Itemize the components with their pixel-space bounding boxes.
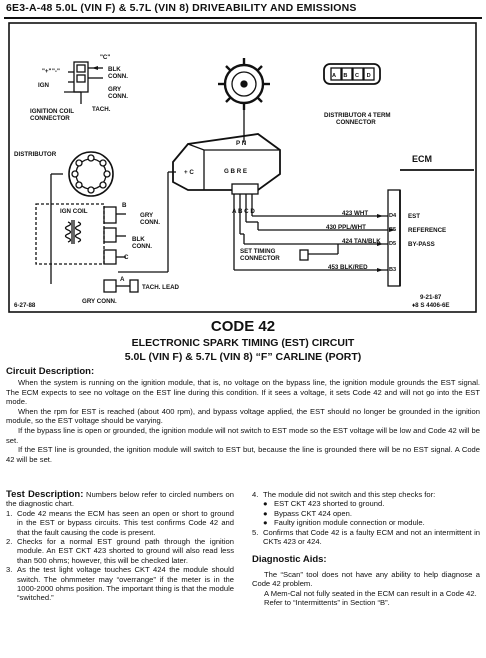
label-gbre: G B R E	[224, 168, 248, 175]
label-pin-d5: D5	[389, 241, 397, 247]
circuit-description-heading: Circuit Description:	[6, 366, 95, 377]
subtitle-circuit: ELECTRONIC SPARK TIMING (EST) CIRCUIT	[131, 337, 355, 349]
label-gry-conn-mid-2: CONN.	[140, 219, 160, 226]
test-item-number: 1.	[6, 508, 13, 518]
label-ign-top: IGN	[38, 82, 50, 89]
test-item: 1. Code 42 means the ECM has seen an open…	[6, 509, 234, 537]
test-item: 2. Checks for a normal EST ground path th…	[6, 537, 234, 565]
circuit-paragraph: If the EST line is grounded, the ignitio…	[6, 445, 480, 464]
check-bullet-text: Bypass CKT 424 open.	[274, 508, 352, 518]
label-gry-conn-top-2: CONN.	[108, 93, 128, 100]
label-gry-conn-top-1: GRY	[108, 86, 122, 93]
check-bullet: ● EST CKT 423 shorted to ground.	[252, 499, 480, 508]
label-distributor-left: DISTRIBUTOR	[14, 151, 57, 158]
label-dist-4term-2: CONNECTOR	[336, 119, 376, 126]
label-sig-est: EST	[408, 213, 421, 220]
bullet-icon: ●	[263, 508, 268, 518]
aids-paragraph: A Mem-Cal not fully seated in the ECM ca…	[264, 588, 477, 598]
test-item-number: 3.	[6, 565, 13, 575]
label-set-timing-2: CONNECTOR	[240, 255, 280, 262]
wiring-diagram: "C" "+" "-" IGN BLK CONN. GRY CONN. TACH…	[8, 22, 478, 314]
test-item-4: 4. The module did not switch and this ste…	[252, 490, 480, 499]
label-blk-conn-mid-2: CONN.	[132, 243, 152, 250]
label-dist-conn-letters: A B C D	[332, 73, 374, 79]
label-c: "C"	[100, 54, 111, 61]
page-header: 6E3-A-48 5.0L (VIN F) & 5.7L (VIN 8) DRI…	[6, 2, 357, 14]
label-blk-conn-top-2: CONN.	[108, 73, 128, 80]
test-item-number: 5.	[252, 527, 259, 537]
label-ignition-coil-connector-2: CONNECTOR	[30, 115, 70, 122]
test-item-text: Confirms that Code 42 is a faulty ECM an…	[263, 527, 480, 547]
test-item-text: As the test light voltage touches CKT 42…	[17, 565, 234, 603]
label-ignition-coil-connector-1: IGNITION COIL	[30, 108, 74, 115]
circuit-paragraph: If the bypass line is open or grounded, …	[6, 425, 480, 445]
label-ign-coil: IGN COIL	[60, 208, 88, 215]
circuit-paragraph: When the rpm for EST is reached (about 4…	[6, 406, 480, 426]
header-rule	[4, 17, 482, 19]
label-c-small: C	[124, 254, 129, 261]
label-set-timing-1: SET TIMING	[240, 248, 276, 255]
label-ref-num: ♦8 S 4406-6E	[412, 302, 450, 309]
label-date-left: 6-27-88	[14, 302, 36, 309]
circuit-description: When the system is running on the igniti…	[6, 378, 480, 464]
code-title: CODE 42	[210, 318, 276, 335]
test-intro: Numbers below refer to circled numbers o…	[6, 490, 235, 509]
label-tach-lead: TACH. LEAD	[142, 284, 180, 291]
right-column: 4. The module did not switch and this ste…	[252, 490, 480, 607]
subtitle-carline: 5.0L (VIN F) & 5.7L (VIN 8) “F” CARLINE …	[124, 351, 362, 363]
label-module-abcd: A B C D	[232, 208, 255, 215]
test-item-text: Code 42 means the ECM has seen an open o…	[17, 508, 234, 537]
label-pin-b3: B3	[389, 267, 397, 273]
label-wire-453: 453 BLK/RED	[328, 264, 368, 271]
aids-paragraph: Refer to “Intermittents” in Section “B”.	[264, 598, 390, 608]
label-gry-conn-mid-1: GRY	[140, 212, 154, 219]
label-blk-conn-mid-1: BLK	[132, 236, 145, 243]
circuit-paragraph: When the system is running on the igniti…	[6, 378, 480, 407]
label-pn: P N	[236, 140, 247, 147]
check-bullet: ● Bypass CKT 424 open.	[252, 509, 480, 518]
label-pin-d4: D4	[389, 213, 397, 219]
label-b: B	[122, 202, 127, 209]
label-dist-4term-1: DISTRIBUTOR 4 TERM	[324, 112, 391, 119]
wiring-diagram-drawing	[8, 22, 477, 313]
label-plus-c: + C	[184, 169, 194, 176]
test-item-5: 5. Confirms that Code 42 is a faulty ECM …	[252, 528, 480, 547]
label-sig-reference: REFERENCE	[408, 227, 447, 234]
label-minus: "-"	[52, 68, 60, 75]
test-item-number: 2.	[6, 537, 13, 547]
label-pin-b5: B5	[389, 227, 397, 233]
label-gry-conn-bottom: GRY CONN.	[82, 298, 117, 305]
test-item-number: 4.	[252, 490, 259, 499]
label-wire-424: 424 TAN/BLK	[342, 238, 381, 245]
diagnostic-aids-heading: Diagnostic Aids:	[252, 554, 327, 566]
check-bullet-text: Faulty ignition module connection or mod…	[274, 518, 425, 528]
label-ecm: ECM	[412, 154, 432, 164]
label-sig-bypass: BY-PASS	[408, 241, 435, 248]
test-description-heading: Test Description:	[6, 489, 84, 500]
bullet-icon: ●	[263, 518, 268, 528]
label-a: A	[120, 276, 125, 283]
test-item-text: Checks for a normal EST ground path thro…	[17, 537, 234, 565]
label-blk-conn-top-1: BLK	[108, 66, 121, 73]
check-bullet-text: EST CKT 423 shorted to ground.	[274, 499, 385, 509]
test-item: 3. As the test light voltage touches CKT …	[6, 565, 234, 603]
test-item-text: The module did not switch and this step …	[263, 490, 436, 499]
bullet-icon: ●	[263, 499, 268, 509]
label-plus: "+"	[42, 68, 52, 75]
label-tach-top: TACH.	[92, 106, 111, 113]
label-wire-423: 423 WHT	[342, 210, 369, 217]
label-wire-430: 430 PPL/WHT	[326, 224, 366, 231]
check-bullet: ● Faulty ignition module connection or mo…	[252, 518, 480, 527]
aids-paragraph: The “Scan” tool does not have any abilit…	[252, 569, 480, 589]
test-description: Test Description: Numbers below refer to…	[6, 490, 234, 603]
label-date-right: 9-21-87	[420, 294, 442, 301]
